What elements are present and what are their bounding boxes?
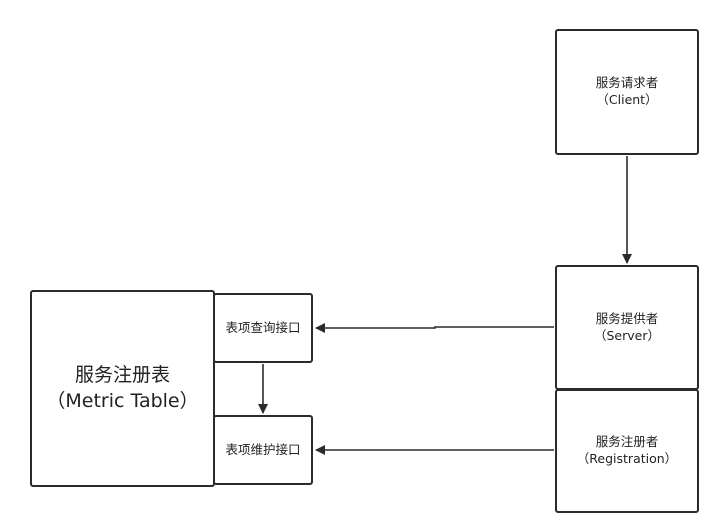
metric-table-subtitle: （Metric Table） [46, 389, 199, 412]
registration-node: 服务注册者 （Registration） [555, 389, 699, 513]
server-subtitle: （Server） [594, 327, 660, 343]
server-node: 服务提供者 （Server） [555, 265, 699, 390]
metric-table-title: 服务注册表 [74, 363, 170, 386]
client-title: 服务请求者 [595, 75, 659, 91]
server-title: 服务提供者 [595, 310, 659, 326]
client-node: 服务请求者 （Client） [555, 29, 699, 155]
metric-table-node: 服务注册表 （Metric Table） [30, 290, 215, 487]
maintain-interface-node: 表项维护接口 [213, 415, 313, 485]
query-interface-node: 表项查询接口 [213, 293, 313, 363]
registration-title: 服务注册者 [595, 434, 659, 450]
query-interface-label: 表项查询接口 [225, 319, 301, 335]
maintain-interface-label: 表项维护接口 [225, 441, 301, 457]
registration-subtitle: （Registration） [576, 451, 678, 466]
arrow-server-to-query-interface [315, 323, 554, 333]
client-subtitle: （Client） [596, 92, 658, 107]
